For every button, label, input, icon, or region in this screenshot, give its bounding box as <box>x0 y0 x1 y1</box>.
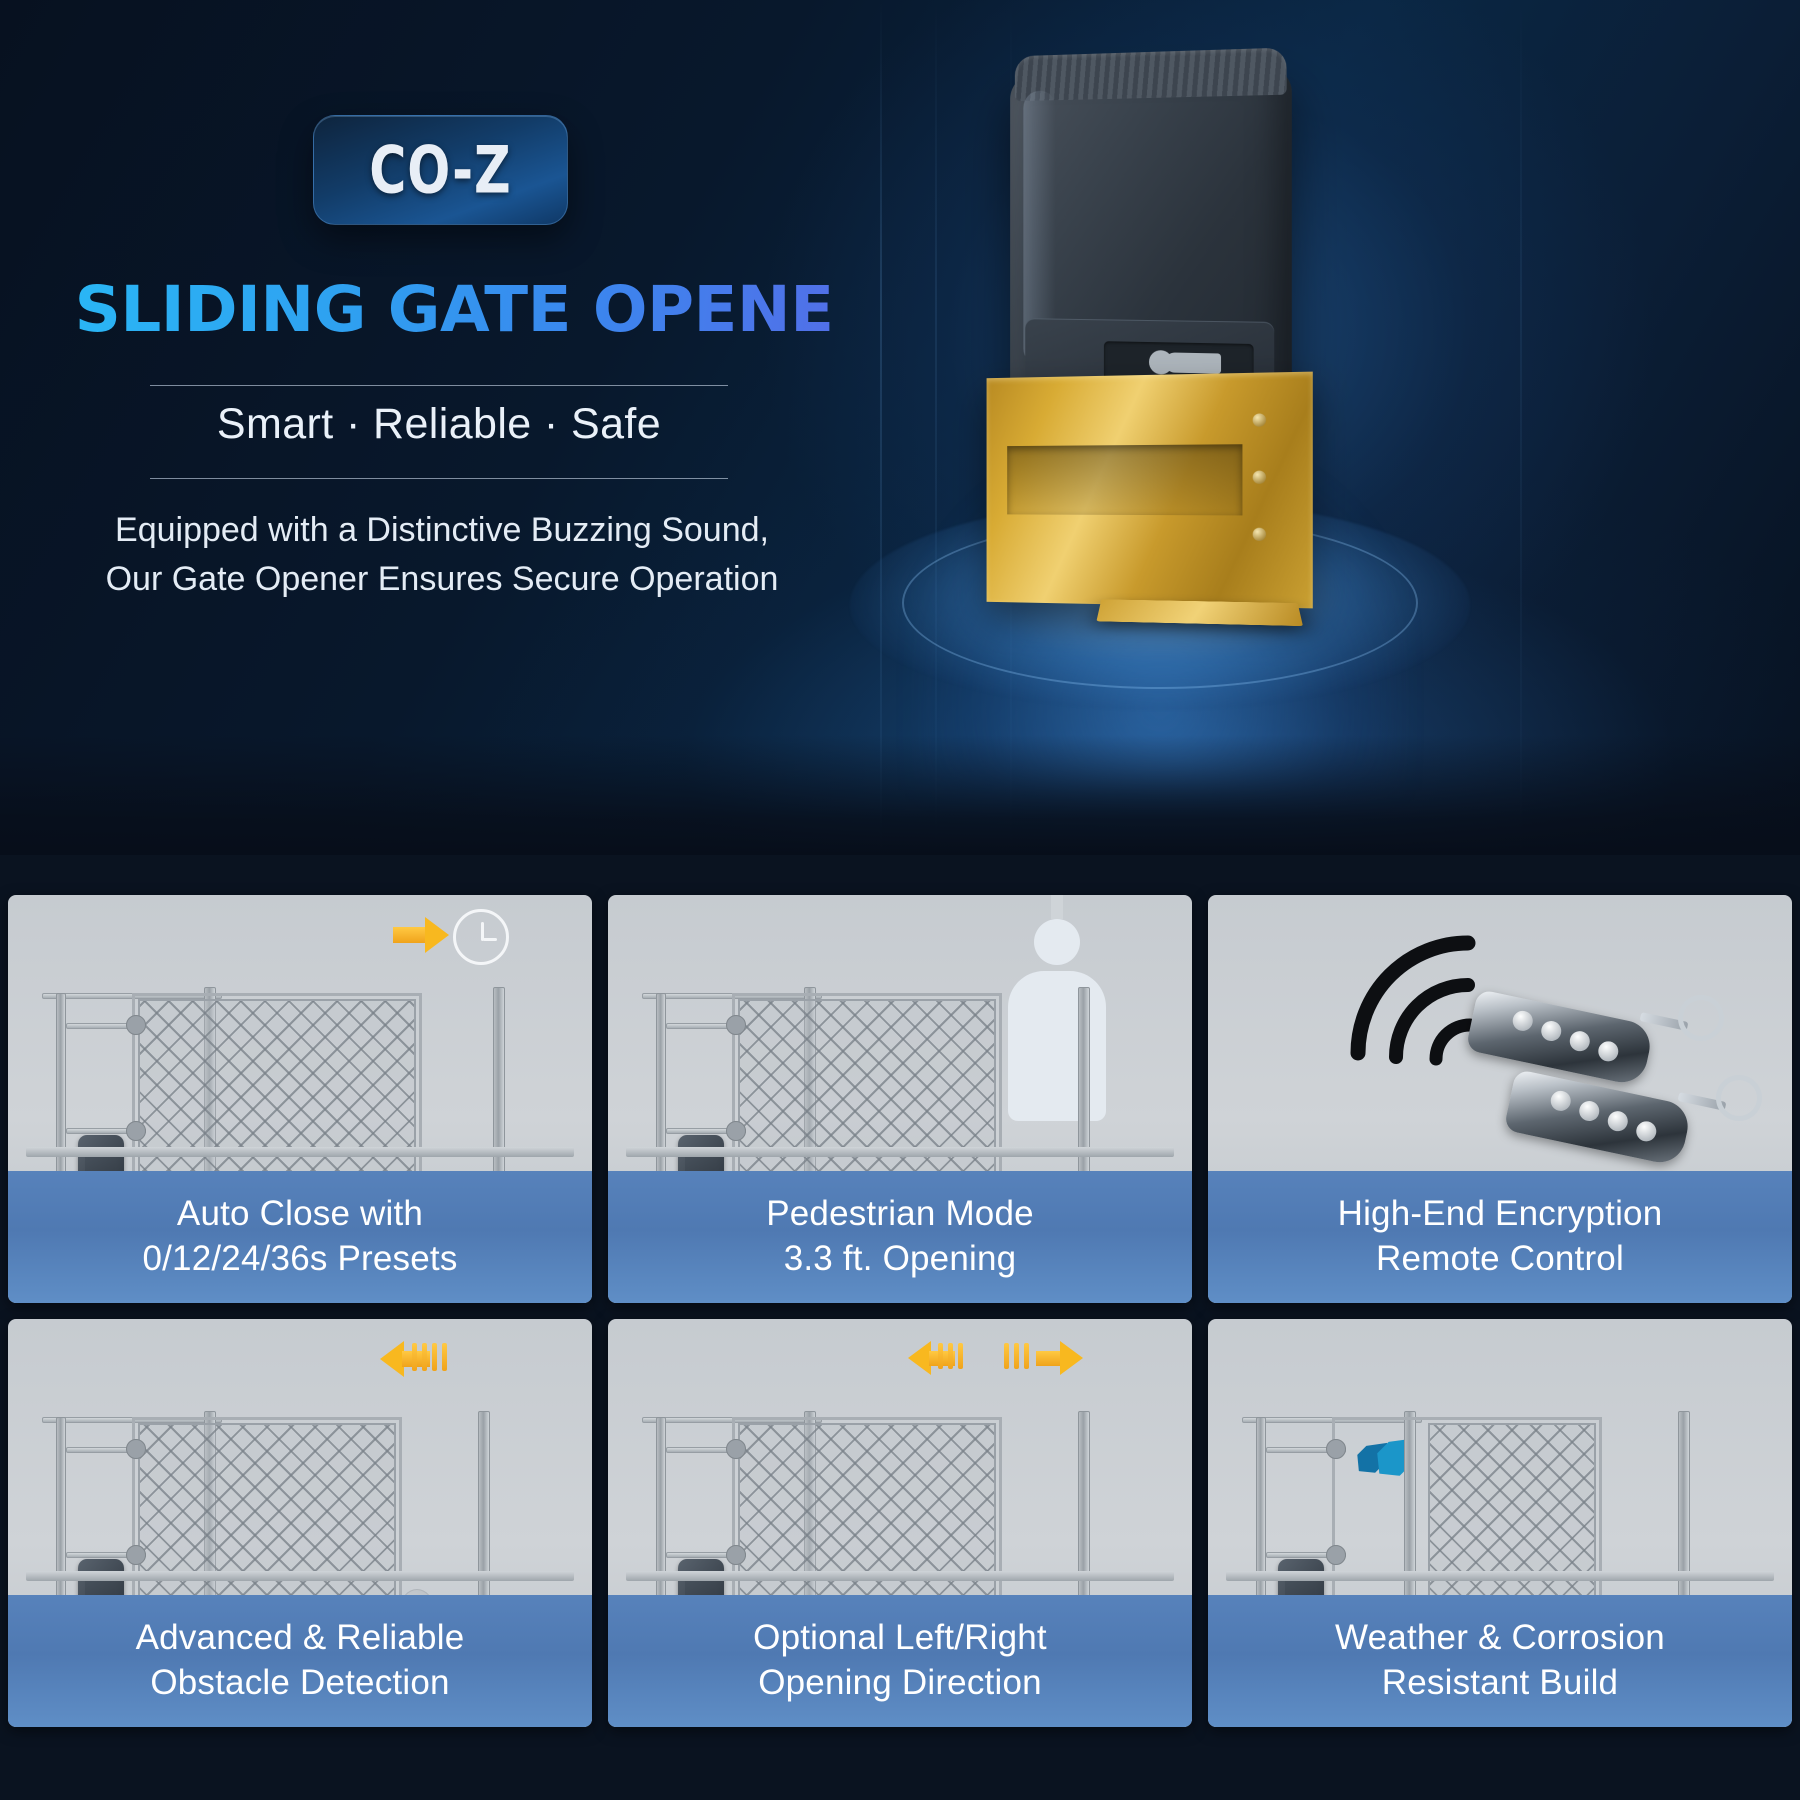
feature-card-weather-resistant[interactable]: Weather & Corrosion Resistant Build <box>1208 1319 1792 1727</box>
tagline: Smart · Reliable · Safe <box>216 400 662 448</box>
hero-description-line-1: Equipped with a Distinctive Buzzing Soun… <box>115 511 769 549</box>
feature-caption-line-1: Optional Left/Right <box>753 1618 1047 1658</box>
mounting-bracket <box>986 371 1313 627</box>
feature-row-top: Auto Close with 0/12/24/36s Presets <box>0 895 1800 1303</box>
bolt-icon <box>1252 527 1267 542</box>
feature-illustration <box>608 895 1192 1171</box>
feature-grid: Auto Close with 0/12/24/36s Presets <box>0 855 1800 1800</box>
feature-card-auto-close[interactable]: Auto Close with 0/12/24/36s Presets <box>8 895 592 1303</box>
sliding-gate-scene <box>608 895 1192 1171</box>
sliding-gate-scene <box>608 1319 1192 1595</box>
bracket-slot <box>1007 444 1243 516</box>
rf-signal-icon <box>1350 935 1477 1066</box>
feature-illustration <box>1208 895 1792 1171</box>
feature-caption: Auto Close with 0/12/24/36s Presets <box>8 1171 592 1303</box>
feature-caption-line-2: Opening Direction <box>758 1663 1042 1702</box>
key-ring-icon <box>1716 1075 1762 1121</box>
feature-card-opening-direction[interactable]: Optional Left/Right Opening Direction <box>608 1319 1192 1727</box>
remote-control-icon <box>1465 988 1655 1088</box>
hero-section: CO-Z SLIDING GATE OPENER Smart · Reliabl… <box>0 0 1800 855</box>
feature-illustration <box>1208 1319 1792 1595</box>
sliding-gate-scene <box>1208 1319 1792 1595</box>
feature-caption-line-2: Resistant Build <box>1381 1663 1619 1702</box>
key-ring-icon <box>1678 995 1724 1041</box>
feature-caption-line-1: Pedestrian Mode <box>766 1194 1034 1234</box>
remote-control-icon <box>1503 1068 1693 1168</box>
page-title: SLIDING GATE OPENER <box>74 273 883 346</box>
feature-row-bottom: Advanced & Reliable Obstacle Detection <box>0 1319 1800 1727</box>
bolt-icon <box>1252 413 1267 427</box>
light-beam <box>935 0 937 855</box>
feature-caption: Pedestrian Mode 3.3 ft. Opening <box>608 1171 1192 1303</box>
remote-controls-scene <box>1208 895 1792 1171</box>
divider-top <box>150 385 728 386</box>
feature-caption: Advanced & Reliable Obstacle Detection <box>8 1595 592 1727</box>
hero-description: Equipped with a Distinctive Buzzing Soun… <box>62 506 822 605</box>
motor-vent-cap <box>1014 47 1287 102</box>
feature-caption-line-2: 3.3 ft. Opening <box>783 1239 1017 1278</box>
feature-card-obstacle-detection[interactable]: Advanced & Reliable Obstacle Detection <box>8 1319 592 1727</box>
bolt-icon <box>1252 470 1267 484</box>
light-beam <box>1520 0 1522 855</box>
product-image <box>830 30 1570 790</box>
feature-illustration <box>608 1319 1192 1595</box>
feature-caption-line-1: Auto Close with <box>176 1194 424 1234</box>
brand-logo-badge: CO-Z <box>313 115 568 225</box>
sliding-gate-scene <box>8 1319 592 1595</box>
clock-icon <box>453 909 509 965</box>
feature-caption: Weather & Corrosion Resistant Build <box>1208 1595 1792 1727</box>
feature-caption: Optional Left/Right Opening Direction <box>608 1595 1192 1727</box>
feature-caption: High-End Encryption Remote Control <box>1208 1171 1792 1303</box>
feature-caption-line-2: Remote Control <box>1376 1239 1624 1278</box>
feature-caption-line-1: Advanced & Reliable <box>135 1618 465 1658</box>
feature-illustration <box>8 1319 592 1595</box>
feature-card-pedestrian-mode[interactable]: Pedestrian Mode 3.3 ft. Opening <box>608 895 1192 1303</box>
key-icon <box>1164 352 1222 374</box>
feature-caption-line-1: High-End Encryption <box>1337 1194 1663 1234</box>
hero-description-line-2: Our Gate Opener Ensures Secure Operation <box>105 560 779 599</box>
feature-caption-line-2: Obstacle Detection <box>150 1663 450 1702</box>
feature-card-encryption-remote[interactable]: High-End Encryption Remote Control <box>1208 895 1792 1303</box>
feature-caption-line-2: 0/12/24/36s Presets <box>142 1239 458 1278</box>
feature-caption-line-1: Weather & Corrosion <box>1335 1618 1665 1658</box>
light-beam <box>880 0 882 855</box>
brand-logo-text: CO-Z <box>369 132 512 208</box>
feature-illustration <box>8 895 592 1171</box>
motor-housing <box>1010 47 1292 405</box>
divider-bottom <box>150 478 728 479</box>
sliding-gate-scene <box>8 895 592 1171</box>
